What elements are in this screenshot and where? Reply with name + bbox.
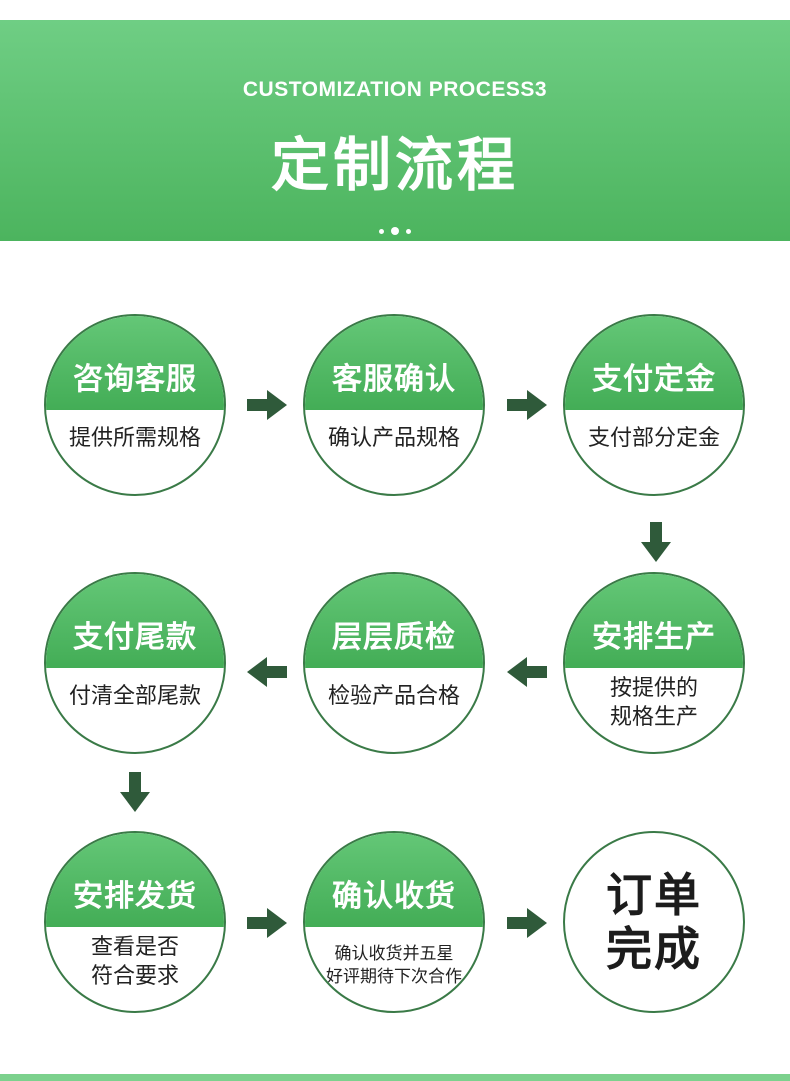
step-header: 咨询客服 [46,316,224,410]
step-title: 确认收货 [332,879,456,914]
step-line: 支付部分定金 [587,426,720,451]
step-line: 付清全部尾款 [68,684,201,709]
step-title: 安排发货 [73,879,197,914]
step-line: 规格生产 [609,705,698,730]
step-header: 层层质检 [305,574,483,668]
header-banner: CUSTOMIZATION PROCESS3 定制流程 [0,20,790,241]
step-description: 确认产品规格 [305,410,483,494]
step-line: 按提供的 [609,676,698,701]
arrow-right-icon [247,390,287,420]
step-line: 确认收货并五星 [334,944,454,964]
step-pay-balance: 支付尾款 付清全部尾款 [44,572,226,754]
step-description: 检验产品合格 [305,668,483,752]
step-line: 确认产品规格 [327,426,460,451]
step-line: 符合要求 [90,964,179,989]
step-service-confirm: 客服确认 确认产品规格 [303,314,485,496]
step-title: 咨询客服 [73,362,197,397]
step-header: 确认收货 [305,833,483,927]
arrow-right-icon [247,908,287,938]
arrow-left-icon [247,657,287,687]
arrow-right-icon [507,390,547,420]
step-line: 查看是否 [90,935,179,960]
step-line: 检验产品合格 [327,684,460,709]
final-line: 完成 [606,922,702,976]
arrow-down-icon [641,522,671,562]
arrow-down-icon [120,772,150,812]
step-header: 支付尾款 [46,574,224,668]
footer-bar [0,1074,790,1081]
step-arrange-production: 安排生产 按提供的 规格生产 [563,572,745,754]
step-title: 支付尾款 [73,620,197,655]
step-header: 支付定金 [565,316,743,410]
page-title: 定制流程 [270,131,519,199]
dot-icon [391,227,399,235]
step-line: 提供所需规格 [68,426,201,451]
step-title: 客服确认 [332,362,456,397]
step-header: 客服确认 [305,316,483,410]
step-pay-deposit: 支付定金 支付部分定金 [563,314,745,496]
step-description: 查看是否 符合要求 [46,927,224,1011]
decorative-dots [0,226,790,236]
step-consult-service: 咨询客服 提供所需规格 [44,314,226,496]
step-description: 提供所需规格 [46,410,224,494]
step-header: 安排发货 [46,833,224,927]
step-description: 按提供的 规格生产 [565,668,743,752]
step-header: 安排生产 [565,574,743,668]
step-title: 支付定金 [592,362,716,397]
step-title: 安排生产 [592,620,716,655]
step-description: 支付部分定金 [565,410,743,494]
step-quality-inspection: 层层质检 检验产品合格 [303,572,485,754]
step-order-complete: 订单 完成 [563,831,745,1013]
arrow-right-icon [507,908,547,938]
step-description: 付清全部尾款 [46,668,224,752]
dot-icon [379,228,384,234]
step-title: 层层质检 [332,620,456,655]
step-arrange-shipping: 安排发货 查看是否 符合要求 [44,831,226,1013]
step-line: 好评期待下次合作 [326,967,462,987]
dot-icon [406,228,411,234]
header-subtitle: CUSTOMIZATION PROCESS3 [242,78,548,101]
arrow-left-icon [507,657,547,687]
step-description: 确认收货并五星 好评期待下次合作 [305,927,483,1011]
final-line: 订单 [606,868,702,922]
step-confirm-receipt: 确认收货 确认收货并五星 好评期待下次合作 [303,831,485,1013]
